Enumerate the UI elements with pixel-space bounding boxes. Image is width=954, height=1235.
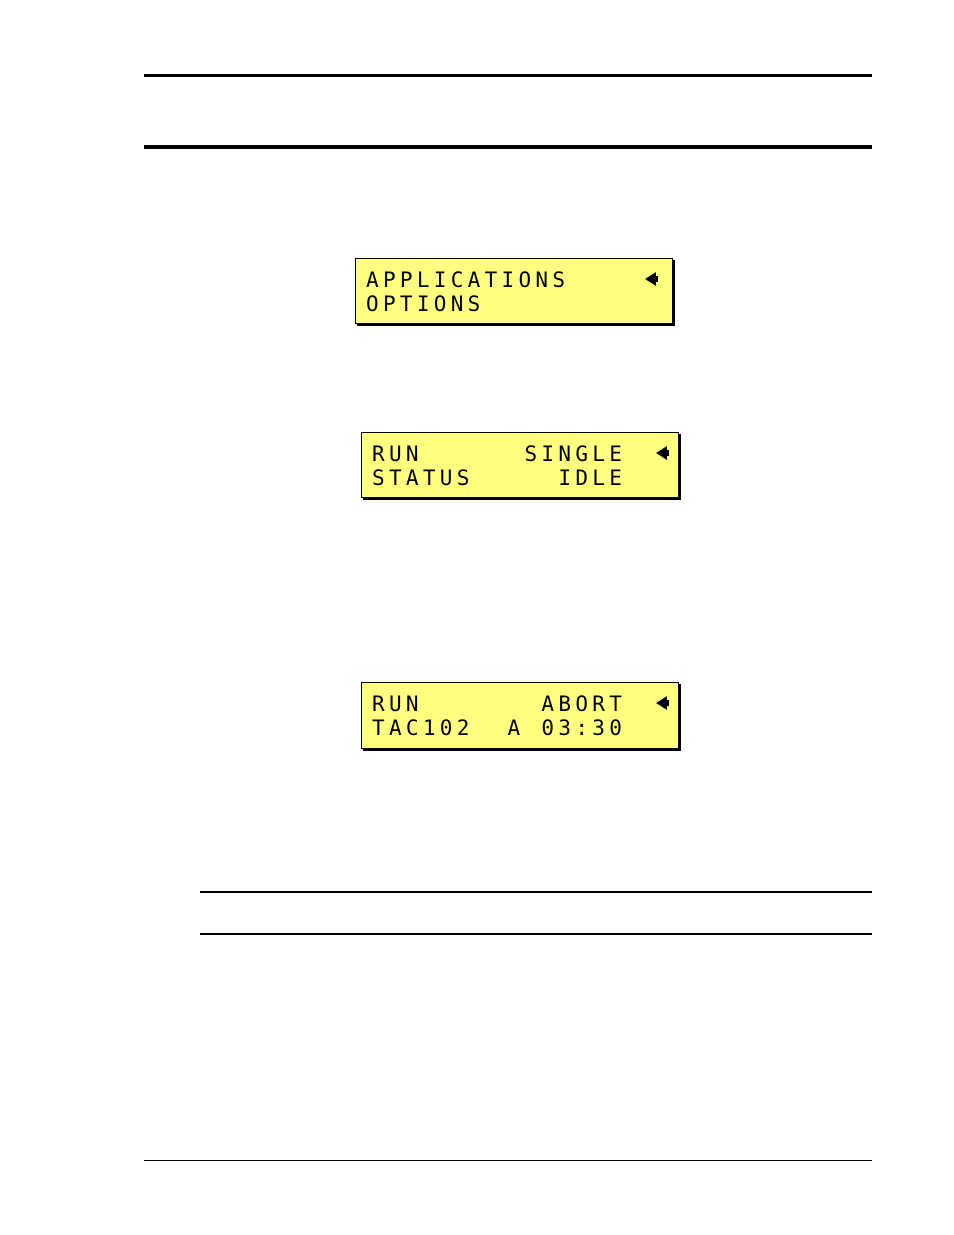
lcd-line-2: STATUS IDLE bbox=[372, 466, 627, 490]
left-arrow-icon bbox=[645, 272, 658, 286]
note-rule-bottom bbox=[200, 933, 872, 935]
lcd-line-2: TAC102 A 03:30 bbox=[372, 716, 627, 740]
lcd-line-1: APPLICATIONS bbox=[366, 268, 570, 292]
lcd-display-run-abort: RUN ABORT TAC102 A 03:30 bbox=[361, 682, 679, 749]
note-rule-top bbox=[200, 891, 872, 893]
lcd-line-2: OPTIONS bbox=[366, 292, 485, 316]
header-rule-top bbox=[144, 74, 872, 77]
lcd-display-run-single: RUN SINGLE STATUS IDLE bbox=[361, 432, 679, 498]
left-arrow-icon bbox=[656, 696, 669, 710]
lcd-line-1: RUN SINGLE bbox=[372, 442, 627, 466]
header-rule-bottom bbox=[144, 145, 872, 149]
lcd-display-applications-options: APPLICATIONS OPTIONS bbox=[355, 258, 673, 324]
left-arrow-icon bbox=[656, 446, 669, 460]
lcd-line-1: RUN ABORT bbox=[372, 692, 627, 716]
footer-rule bbox=[144, 1160, 872, 1161]
